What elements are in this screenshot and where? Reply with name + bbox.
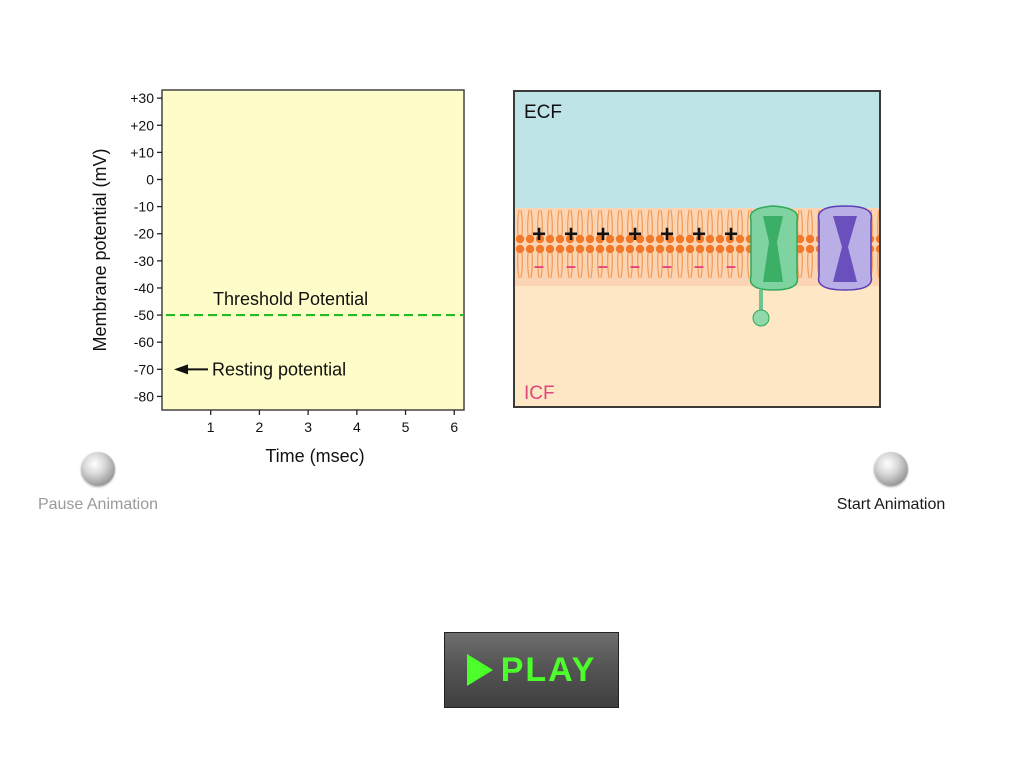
play-icon	[466, 654, 493, 686]
membrane-diagram: +++++++––––––– ECF ICF	[513, 90, 881, 408]
y-tick-label: -30	[134, 253, 154, 269]
positive-charge: +	[660, 221, 674, 248]
sodium-channel-icon	[749, 205, 799, 327]
positive-charge: +	[532, 221, 546, 248]
start-animation-control[interactable]: Start Animation	[806, 452, 976, 514]
membrane-illustration: +++++++–––––––	[515, 92, 879, 406]
y-tick-label: -40	[134, 280, 154, 296]
membrane-potential-chart: +30 +20 +10 0 -10 -20 -30 -40 -50 -60 -70 -80 1 2 3 4 5…	[90, 89, 465, 466]
resting-label: Resting potential	[212, 359, 346, 379]
y-tick-label: +10	[130, 144, 154, 160]
negative-charge: –	[662, 256, 672, 276]
x-tick-label: 3	[304, 419, 312, 435]
y-tick-label: -70	[134, 361, 154, 377]
positive-charge: +	[596, 221, 610, 248]
play-label: PLAY	[500, 650, 597, 689]
start-animation-label: Start Animation	[836, 496, 946, 513]
x-tick-label: 1	[207, 419, 215, 435]
pause-animation-label: Pause Animation	[37, 496, 159, 513]
negative-charge: –	[726, 256, 736, 276]
plot-area	[161, 89, 465, 411]
y-tick-label: 0	[146, 171, 154, 187]
threshold-label: Threshold Potential	[213, 289, 368, 309]
pause-animation-control[interactable]: Pause Animation	[13, 452, 183, 514]
y-tick-label: -80	[134, 388, 154, 404]
negative-charge: –	[534, 256, 544, 276]
pause-radio-button[interactable]	[81, 452, 115, 486]
y-tick-label: +30	[130, 90, 154, 106]
positive-charge: +	[692, 221, 706, 248]
y-tick-label: -50	[134, 307, 154, 323]
icf-region	[515, 286, 879, 406]
icf-label: ICF	[524, 383, 555, 404]
y-axis-title: Membrane potential (mV)	[90, 148, 110, 351]
ecf-label: ECF	[524, 102, 562, 123]
y-tick-label: -60	[134, 334, 154, 350]
x-tick-label: 2	[256, 419, 264, 435]
x-axis-title: Time (msec)	[265, 446, 364, 466]
potassium-channel-icon	[817, 205, 873, 291]
start-radio-button[interactable]	[874, 452, 908, 486]
ecf-region	[515, 92, 879, 210]
y-tick-label: -10	[134, 199, 154, 215]
play-button[interactable]: PLAY	[444, 632, 619, 708]
y-tick-label: -20	[134, 226, 154, 242]
negative-charge: –	[630, 256, 640, 276]
positive-charge: +	[724, 221, 738, 248]
negative-charge: –	[694, 256, 704, 276]
y-tick-label: +20	[130, 117, 154, 133]
x-tick-label: 4	[353, 419, 361, 435]
x-tick-label: 5	[402, 419, 410, 435]
negative-charge: –	[566, 256, 576, 276]
x-tick-label: 6	[450, 419, 458, 435]
negative-charge: –	[598, 256, 608, 276]
resting-arrow-icon	[174, 364, 208, 375]
positive-charge: +	[628, 221, 642, 248]
positive-charge: +	[564, 221, 578, 248]
